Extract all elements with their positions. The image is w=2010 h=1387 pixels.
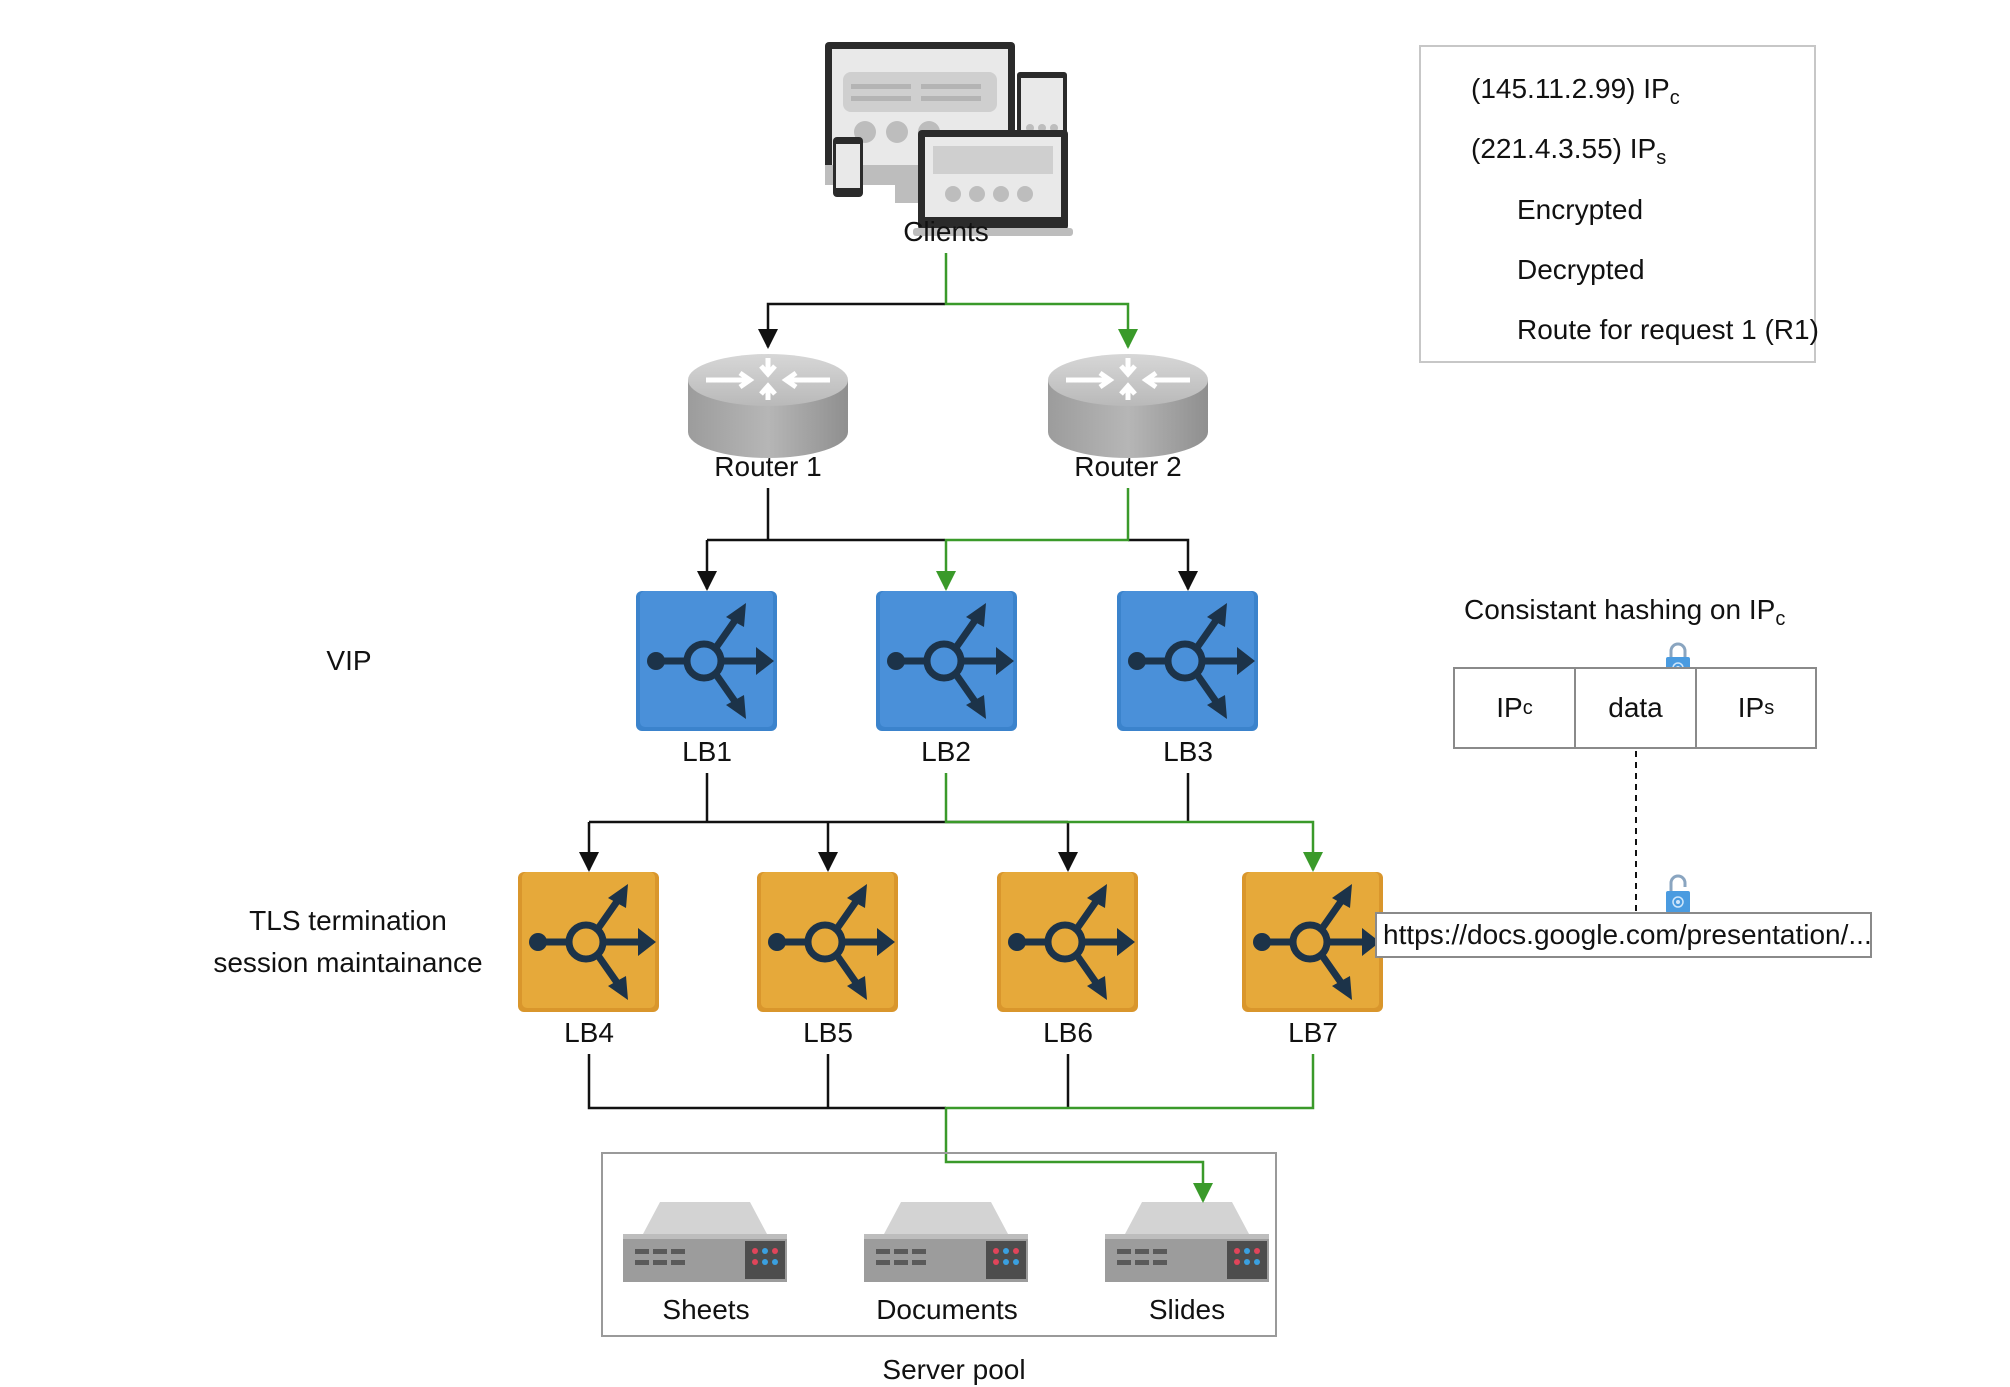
router-1-icon: [688, 354, 848, 458]
lb6-icon: [997, 872, 1138, 1012]
server-pool-title: Server pool: [882, 1354, 1026, 1385]
lb3-label: LB3: [1163, 736, 1213, 767]
lb1-label: LB1: [682, 736, 732, 767]
lb5-icon: [757, 872, 898, 1012]
lb4-label: LB4: [564, 1017, 614, 1048]
lb7-icon: [1242, 872, 1383, 1012]
lb2-label: LB2: [921, 736, 971, 767]
lb3-icon: [1117, 591, 1258, 731]
router-1-label: Router 1: [714, 451, 822, 482]
lb4-icon: [518, 872, 659, 1012]
legend-ip-client: (145.11.2.99) IPc: [1471, 73, 1680, 109]
legend-decrypted-label: Decrypted: [1517, 254, 1645, 285]
connector-routers-vip: [697, 488, 1198, 591]
clients-label: Clients: [903, 216, 989, 247]
legend-route-label: Route for request 1 (R1): [1517, 314, 1819, 345]
lb7-label: LB7: [1288, 1017, 1338, 1048]
router-2-label: Router 2: [1074, 451, 1182, 482]
lb5-label: LB5: [803, 1017, 853, 1048]
legend-box: [1419, 45, 1816, 363]
lock-open-icon: [1664, 874, 1692, 915]
legend-encrypted-label: Encrypted: [1517, 194, 1644, 225]
server-pool-box: [601, 1152, 1277, 1337]
connector-clients-routers: [758, 253, 1138, 349]
connector-tls-servers: [587, 1054, 1315, 1203]
connector-vip-tls: [579, 773, 1323, 872]
lb2-icon: [876, 591, 1017, 731]
tls-tier-label-line1: TLS termination: [249, 905, 447, 936]
hashing-title: Consistant hashing on IPc: [1464, 594, 1786, 630]
tls-tier-label-line2: session maintainance: [213, 947, 483, 978]
packet-data: data: [1574, 667, 1697, 749]
lb1-icon: [636, 591, 777, 731]
server-slides-label: Slides: [1148, 1294, 1226, 1325]
server-sheets-label: Sheets: [662, 1294, 750, 1325]
devices-icon: [825, 42, 1073, 236]
vip-tier-label: VIP: [326, 645, 372, 676]
router-2-icon: [1048, 354, 1208, 458]
lb6-label: LB6: [1043, 1017, 1093, 1048]
url-field: https://docs.google.com/presentation/...: [1375, 912, 1872, 958]
server-documents-label: Documents: [876, 1294, 1018, 1325]
legend-ip-server: (221.4.3.55) IPs: [1471, 133, 1667, 169]
